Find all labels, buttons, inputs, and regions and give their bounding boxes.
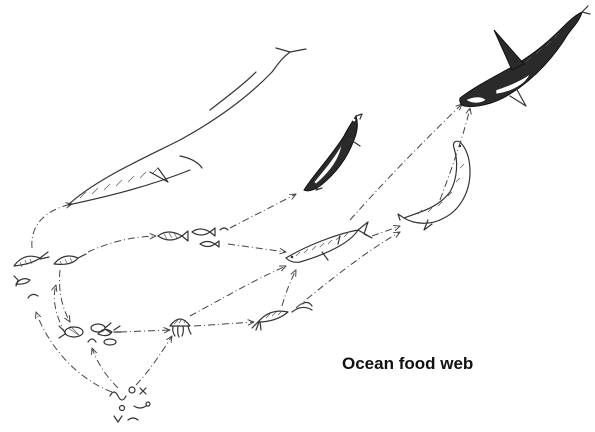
arrow-phyto-to-zooplankton (92, 348, 118, 388)
arrow-krill-to-smallfish (88, 236, 156, 252)
arrow-zoo-to-jellyfish (120, 330, 170, 332)
krill-illustration (14, 252, 86, 298)
arrow-phyto-to-jellyfish (136, 336, 172, 385)
arrow-krill-to-whale (32, 204, 72, 248)
arrow-krill-to-crustacean (59, 270, 70, 322)
diagram-caption: Ocean food web (342, 354, 473, 374)
salmon-illustration (286, 222, 372, 262)
arrow-squid-to-seal (296, 232, 400, 308)
arrow-smallfish-to-salmon (228, 244, 286, 252)
arrow-jellyfish-to-squid (194, 322, 254, 326)
arrow-salmon-to-orca (350, 104, 462, 220)
zooplankton-illustration (59, 323, 116, 345)
arrow-salmon-to-seal (372, 226, 400, 236)
arrow-jellyfish-to-salmon (190, 266, 286, 316)
squid-illustration (252, 302, 312, 330)
baleen-whale-illustration (68, 48, 306, 205)
jellyfish-illustration (170, 319, 191, 337)
food-web-arrows (32, 104, 470, 392)
crustacean-illustration (98, 326, 121, 336)
phytoplankton-illustration (110, 387, 150, 422)
small-fish-illustration (158, 228, 228, 247)
penguin-illustration (304, 114, 362, 191)
arrow-smallfish-to-penguin (230, 194, 296, 228)
seal-illustration (398, 141, 470, 230)
arrow-squid-to-salmon (282, 270, 296, 306)
orca-illustration (460, 6, 590, 107)
